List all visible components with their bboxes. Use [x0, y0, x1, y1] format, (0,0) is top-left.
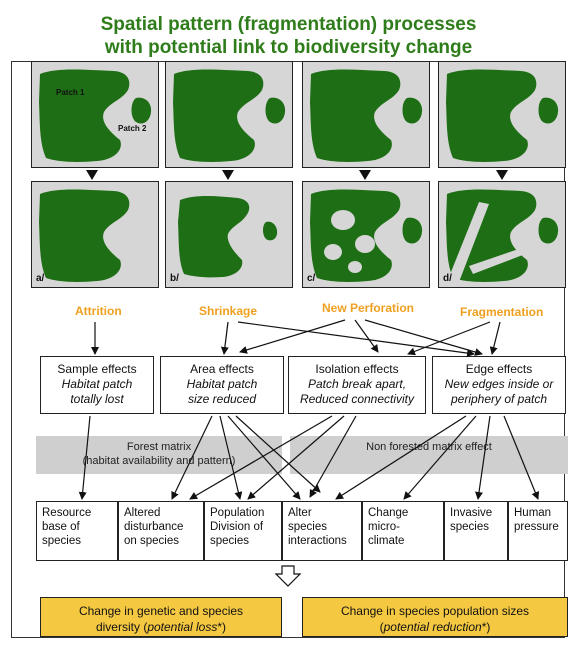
forest-matrix-line2: (habitat availability and pattern) [82, 455, 236, 467]
forest-patch-shape [39, 189, 130, 282]
panel-label-a: a/ [36, 273, 45, 284]
outcome-invasive-species: Invasive species [444, 501, 508, 561]
process-fragmentation: Fragmentation [460, 305, 544, 319]
effect-box-edge: Edge effects New edges inside or periphe… [432, 356, 566, 414]
outcome-species-interactions: Alter species interactions [282, 501, 362, 561]
final-left-line2a: diversity ( [95, 620, 148, 634]
forest-patch-shape [446, 69, 559, 162]
process-attrition: Attrition [75, 304, 122, 318]
final-box-population-sizes: Change in species population sizes (pote… [302, 597, 568, 637]
final-right-line1: Change in species population sizes [340, 604, 530, 618]
outcome-line: species [210, 535, 249, 547]
effect-detail-line2: size reduced [187, 392, 257, 406]
patch-1-label: Patch 1 [56, 88, 85, 97]
panel-bottom-b-shrinkage: b/ [165, 181, 293, 288]
outcome-human-pressure: Human pressure [508, 501, 568, 561]
effect-title: Sample effects [57, 362, 137, 376]
forest-matrix-band: Forest matrix (habitat availability and … [36, 436, 282, 474]
effect-box-isolation: Isolation effects Patch break apart, Red… [288, 356, 426, 414]
panel-top-b [165, 61, 293, 168]
final-box-genetic-diversity: Change in genetic and species diversity … [40, 597, 282, 637]
outcome-line: interactions [288, 535, 347, 547]
outcome-line: micro- [368, 521, 400, 533]
panel-bottom-c-perforation: c/ [302, 181, 430, 288]
process-new-perforation: New Perforation [322, 301, 415, 315]
outcome-line: base of [42, 521, 80, 533]
outcome-population-division: Population Division of species [204, 501, 282, 561]
outcome-line: Human [514, 507, 552, 519]
outcome-resource-base: Resource base of species [36, 501, 118, 561]
panel-label-d: d/ [443, 273, 452, 284]
outcome-line: Resource [42, 507, 92, 519]
effect-title: Isolation effects [315, 362, 399, 376]
panel-label-c: c/ [307, 273, 316, 284]
nonforest-matrix-band: Non forested matrix effect [290, 436, 568, 474]
outcome-line: Division of [210, 521, 264, 533]
effect-title: Area effects [190, 362, 254, 376]
panel-label-b: b/ [170, 273, 179, 284]
panel-top-a: Patch 1 Patch 2 [31, 61, 159, 168]
outcome-line: climate [368, 535, 405, 547]
panel-bottom-d-fragmentation: d/ [438, 181, 566, 288]
outcome-line: Change [368, 507, 409, 519]
process-shrinkage: Shrinkage [199, 304, 258, 318]
effect-detail-line2: Reduced connectivity [299, 392, 415, 406]
outcome-line: Population [210, 507, 265, 519]
final-right-line2a: ( [379, 620, 384, 634]
effect-detail-line1: Habitat patch [61, 377, 133, 391]
forest-patch-shape [310, 69, 423, 162]
outcome-line: species [450, 521, 489, 533]
forest-patch-shape [39, 69, 152, 162]
final-left-line2c: *) [217, 620, 227, 634]
outcome-line: Invasive [450, 507, 493, 519]
final-left-line1: Change in genetic and species [78, 604, 244, 618]
diagram-title-line-2: with potential link to biodiversity chan… [104, 37, 473, 58]
outcome-line: Altered [124, 507, 161, 519]
outcome-line: disturbance [124, 521, 184, 533]
panel-bottom-a-attrition: a/ [31, 181, 159, 288]
outcome-microclimate: Change micro- climate [362, 501, 444, 561]
effect-detail-line2: totally lost [70, 392, 124, 406]
effect-detail-line1: New edges inside or [444, 377, 554, 391]
effect-detail-line2: periphery of patch [450, 392, 548, 406]
panel-top-c [302, 61, 430, 168]
effect-title: Edge effects [465, 362, 533, 376]
final-left-line2b: potential loss [147, 620, 218, 634]
forest-patch-shape [178, 196, 278, 278]
effect-box-sample: Sample effects Habitat patch totally los… [40, 356, 154, 414]
outcome-line: on species [124, 535, 179, 547]
effect-box-area: Area effects Habitat patch size reduced [160, 356, 284, 414]
forest-matrix-line1: Forest matrix [126, 441, 192, 453]
panel-top-d [438, 61, 566, 168]
outcome-line: species [288, 521, 327, 533]
forest-patch-shape [310, 189, 423, 282]
patch-2-label: Patch 2 [118, 124, 147, 133]
final-right-line2b: potential reduction [383, 620, 482, 634]
outcome-line: Alter [288, 507, 312, 519]
nonforest-matrix-label: Non forested matrix effect [366, 441, 492, 453]
effect-detail-line1: Habitat patch [186, 377, 258, 391]
final-right-line2c: *) [481, 620, 491, 634]
outcome-line: species [42, 535, 81, 547]
forest-patch-shape [173, 69, 286, 162]
forest-patch-shape [446, 189, 559, 282]
outcome-altered-disturbance: Altered disturbance on species [118, 501, 204, 561]
diagram-title-line-1: Spatial pattern (fragmentation) processe… [100, 14, 477, 35]
effect-detail-line1: Patch break apart, [307, 377, 407, 391]
outcome-line: pressure [514, 521, 559, 533]
